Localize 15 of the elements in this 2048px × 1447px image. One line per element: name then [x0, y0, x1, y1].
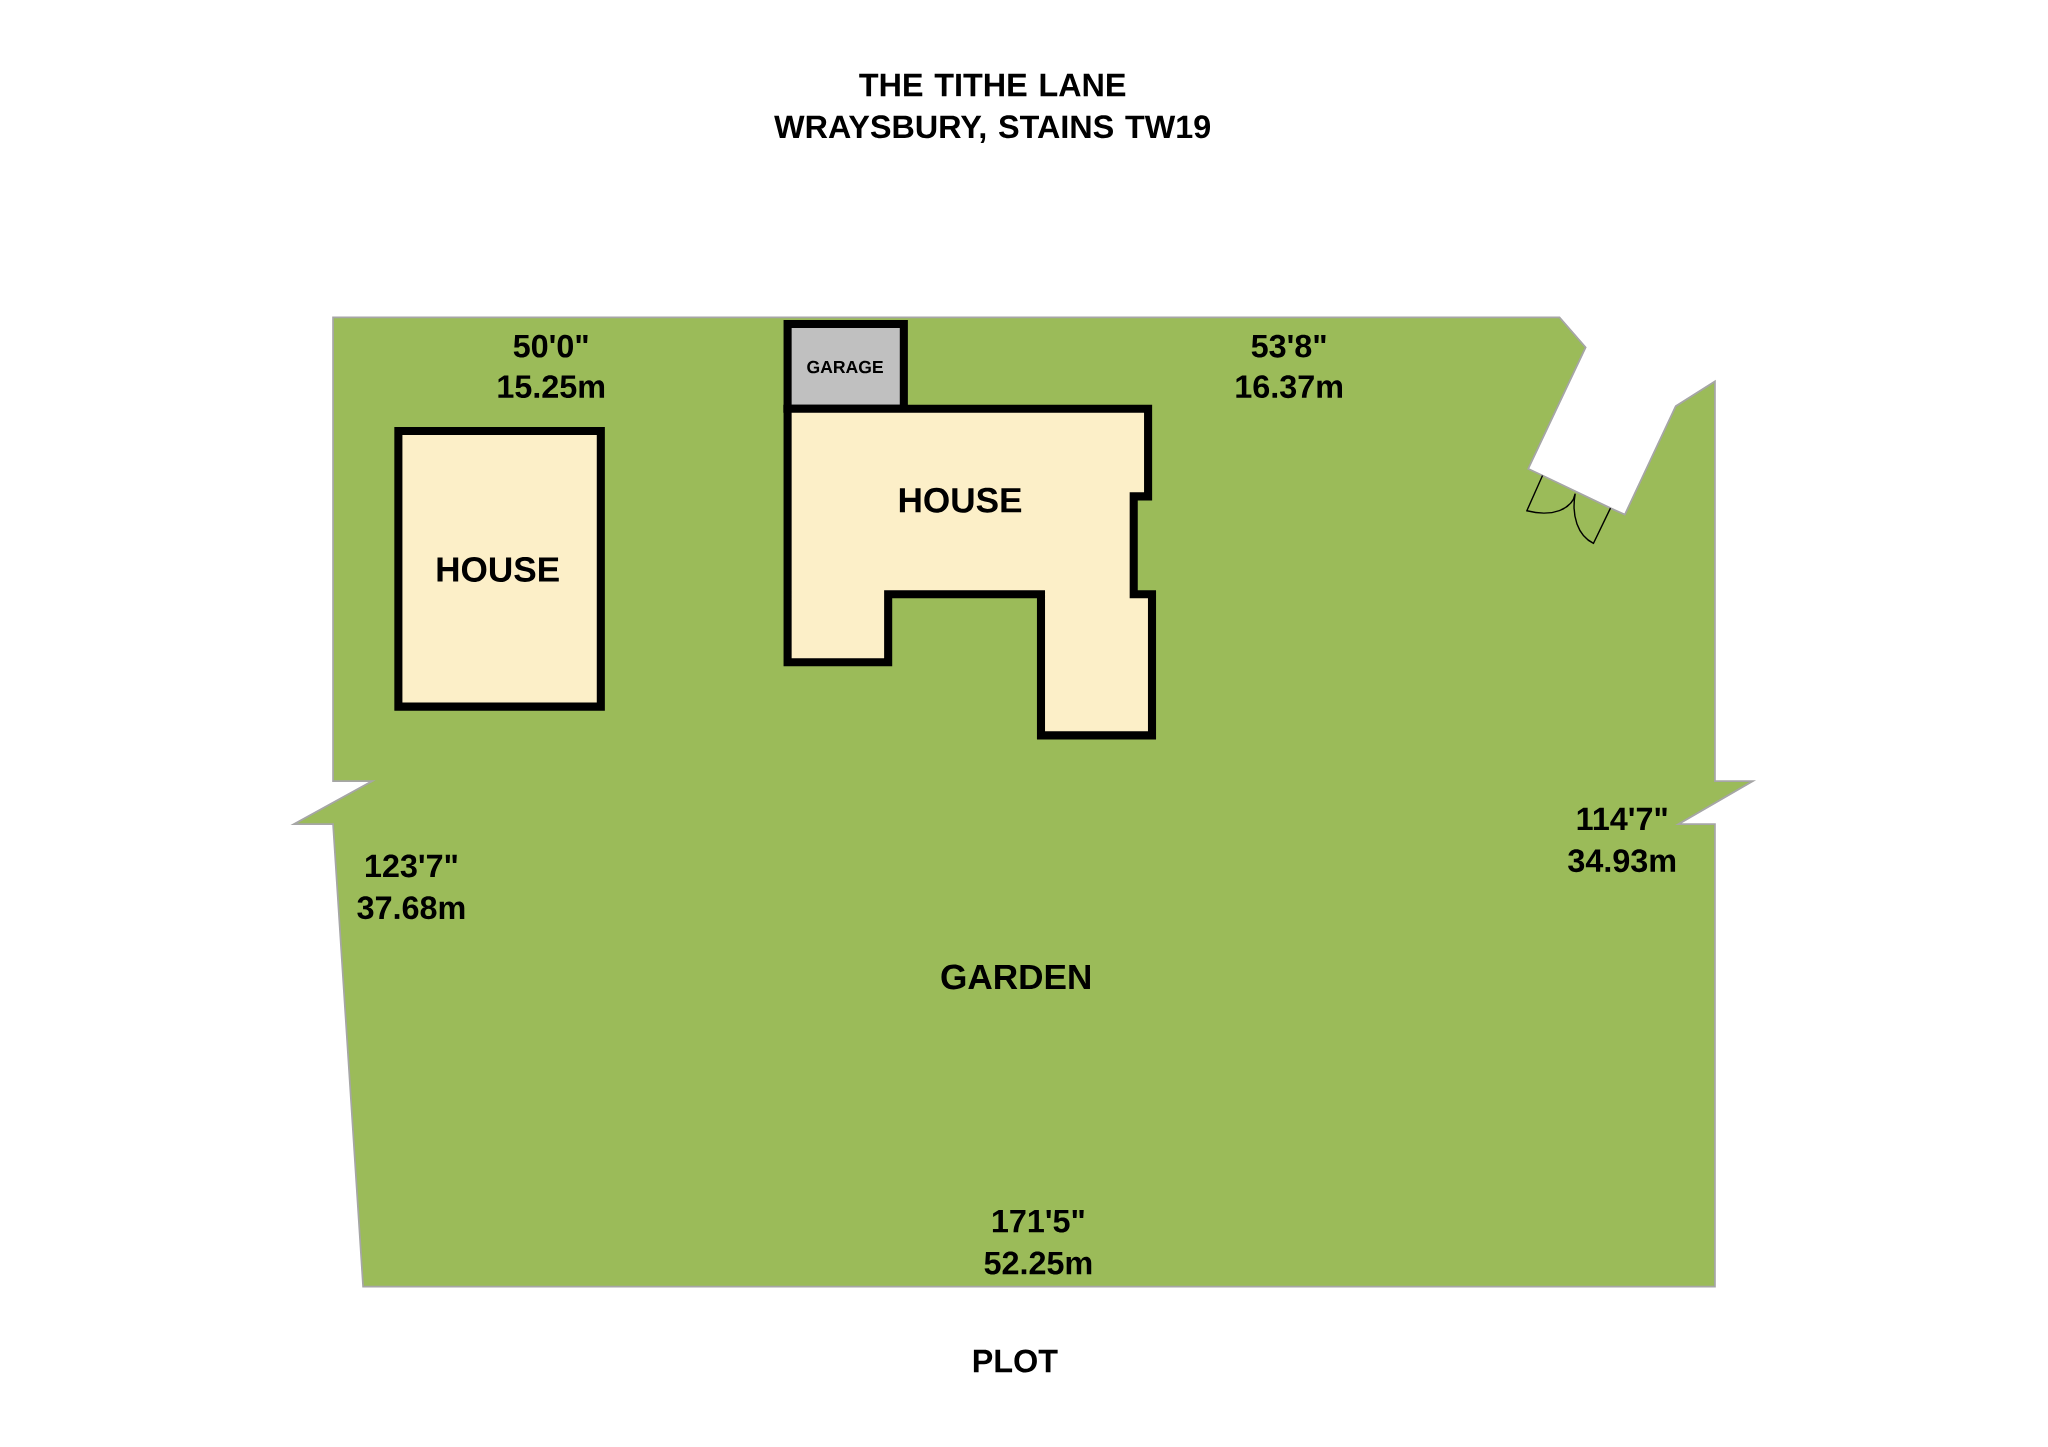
dimension-text: 50'0"	[513, 334, 588, 358]
plan-caption: PLOT	[973, 1349, 1058, 1373]
garage-box: GARAGE	[783, 319, 908, 413]
dimension-text: 114'7"	[1577, 807, 1667, 830]
dimension-text: 52.25m	[984, 1251, 1092, 1275]
dimension-text: 53'8"	[1251, 334, 1326, 358]
dimension-text: 171'5"	[992, 1209, 1084, 1233]
plan-title: THE TITHE LANE WRAYSBURY, STAINS TW19	[774, 73, 1211, 143]
dimension-text: 34.93m	[1568, 849, 1676, 873]
house-plan: HOUSE	[394, 426, 605, 711]
dimension-text: 123'7"	[366, 854, 457, 878]
house-plan: HOUSE	[783, 404, 1157, 740]
dimension-text: 16.37m	[1236, 375, 1342, 399]
dimension-text: 15.25m	[498, 375, 605, 398]
dimension-text: 37.68m	[357, 896, 465, 920]
